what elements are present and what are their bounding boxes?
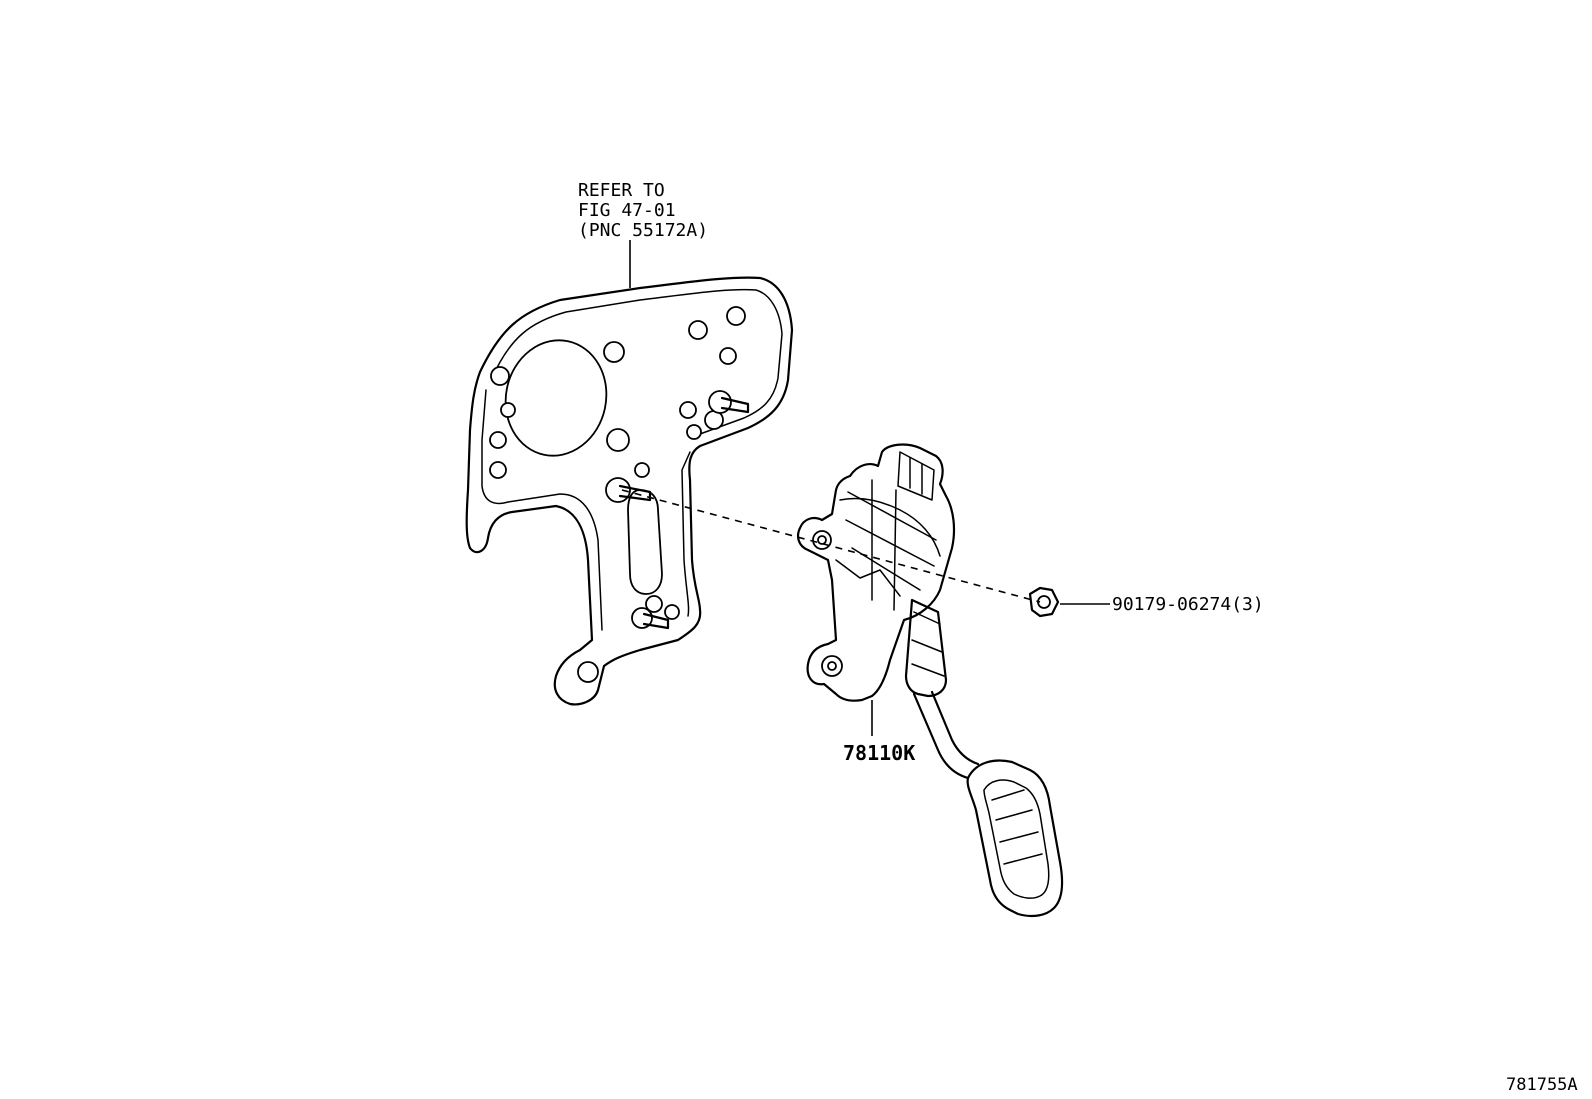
refer-to-callout-line3: (PNC 55172A) [578, 220, 708, 241]
stud-middle [605, 477, 652, 503]
stud-upper [708, 390, 750, 414]
pedal-part-number: 78110K [843, 741, 915, 765]
refer-to-callout-line2: FIG 47-01 [578, 200, 676, 221]
accelerator-pedal-assembly [797, 443, 1064, 918]
pedal-mounting-bracket [465, 240, 794, 706]
refer-to-callout-line1: REFER TO [578, 180, 665, 201]
figure-id: 781755A [1506, 1075, 1578, 1095]
nut-part-number: 90179-06274(3) [1112, 594, 1264, 615]
flange-nut [1028, 586, 1110, 618]
stud-lower [631, 607, 670, 630]
assembly-dashed-line [621, 489, 1041, 603]
